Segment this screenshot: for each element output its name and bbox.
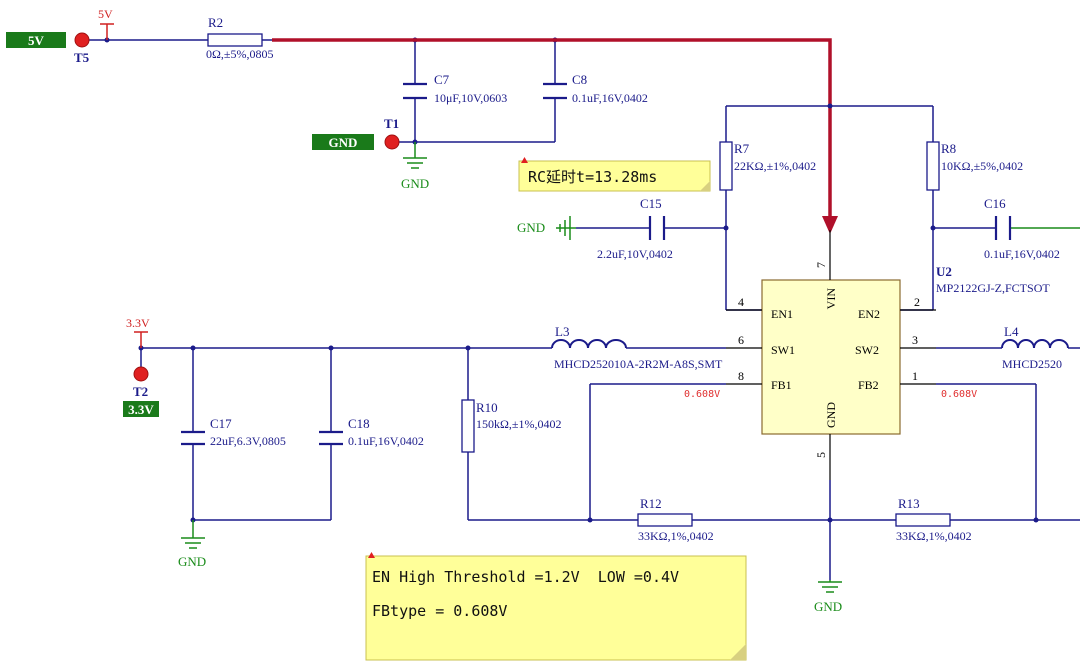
- c8-ref: C8: [572, 72, 587, 87]
- u2-pin-sw2-name: SW2: [855, 343, 879, 357]
- resistor-r8[interactable]: R8 10KΩ,±5%,0402: [926, 141, 1023, 191]
- u2-value: MP2122GJ-Z,FCTSOT: [936, 281, 1050, 295]
- capacitor-c16[interactable]: C16 0.1uF,16V,0402: [984, 196, 1060, 261]
- ic-u2[interactable]: U2 MP2122GJ-Z,FCTSOT EN1 SW1 FB1 EN2 SW2…: [726, 230, 1050, 480]
- u2-pin-fb2-num: 1: [912, 369, 918, 383]
- r2-ref: R2: [208, 15, 223, 30]
- u2-pin-en1-num: 4: [738, 295, 744, 309]
- r13-value: 33KΩ,1%,0402: [896, 529, 972, 543]
- note-en-threshold[interactable]: EN High Threshold =1.2V LOW =0.4V FBtype…: [365, 552, 747, 661]
- ground-label-bottom-left: GND: [178, 554, 206, 569]
- c18-ref: C18: [348, 416, 370, 431]
- net-enable: [576, 103, 1080, 311]
- capacitor-c15[interactable]: C15 2.2uF,10V,0402: [597, 196, 673, 261]
- l3-value: MHCD252010A-2R2M-A8S,SMT: [554, 357, 723, 371]
- c15-ref: C15: [640, 196, 662, 211]
- r7-value: 22KΩ,±1%,0402: [734, 159, 816, 173]
- fb1-voltage-label: 0.608V: [684, 389, 720, 400]
- r10-ref: R10: [476, 400, 498, 415]
- testpoint-t2[interactable]: T2 3.3V: [123, 366, 159, 417]
- testpoint-t1[interactable]: GND T1: [312, 116, 400, 150]
- power-port-3v3: 3.3V: [126, 316, 150, 348]
- u2-pin-sw1-num: 6: [738, 333, 744, 347]
- note-rc-delay[interactable]: RC延时t=13.28ms: [518, 157, 711, 192]
- resistor-r13[interactable]: R13 33KΩ,1%,0402: [895, 496, 972, 543]
- note-fb-type-text: FBtype = 0.608V: [372, 602, 507, 620]
- c7-value: 10μF,10V,0603: [434, 91, 507, 105]
- u2-pin-vin-num: 7: [814, 262, 828, 268]
- power-port-3v3-label: 3.3V: [126, 316, 150, 330]
- resistor-r2[interactable]: R2 0Ω,±5%,0805: [206, 15, 274, 61]
- u2-pin-en2-num: 2: [914, 295, 920, 309]
- ground-symbol-bottom-center: GND: [814, 580, 842, 614]
- u2-pin-fb1-num: 8: [738, 369, 744, 383]
- ground-label-bottom-center: GND: [814, 599, 842, 614]
- capacitor-c8[interactable]: C8 0.1uF,16V,0402: [543, 72, 648, 105]
- r12-ref: R12: [640, 496, 662, 511]
- ground-symbol-top: GND: [401, 142, 429, 191]
- resistor-r10[interactable]: R10 150kΩ,±1%,0402: [461, 399, 562, 453]
- u2-ref: U2: [936, 264, 952, 279]
- testpoint-t1-badge: GND: [329, 135, 358, 150]
- ground-symbol-left: GND: [517, 216, 576, 240]
- highlighted-vin-trace: [272, 38, 838, 234]
- u2-pin-sw1-name: SW1: [771, 343, 795, 357]
- l4-value: MHCD2520: [1002, 357, 1062, 371]
- u2-pin-sw2-num: 3: [912, 333, 918, 347]
- l4-ref: L4: [1004, 324, 1019, 339]
- u2-pin-en2-name: EN2: [858, 307, 880, 321]
- r13-ref: R13: [898, 496, 920, 511]
- c17-value: 22uF,6.3V,0805: [210, 434, 286, 448]
- power-port-5v-label: 5V: [98, 7, 113, 21]
- u2-pin-vin-name: VIN: [824, 288, 838, 310]
- inductor-l3[interactable]: L3 MHCD252010A-2R2M-A8S,SMT: [551, 324, 723, 371]
- testpoint-t5-ref: T5: [74, 50, 90, 65]
- c8-value: 0.1uF,16V,0402: [572, 91, 648, 105]
- c15-value: 2.2uF,10V,0402: [597, 247, 673, 261]
- r2-value: 0Ω,±5%,0805: [206, 47, 274, 61]
- c18-value: 0.1uF,16V,0402: [348, 434, 424, 448]
- u2-pin-fb1-name: FB1: [771, 378, 792, 392]
- r8-ref: R8: [941, 141, 956, 156]
- testpoint-t2-ref: T2: [133, 384, 148, 399]
- note-en-threshold-text: EN High Threshold =1.2V LOW =0.4V: [372, 568, 679, 586]
- l3-ref: L3: [555, 324, 569, 339]
- testpoint-t1-ref: T1: [384, 116, 399, 131]
- ground-label-top: GND: [401, 176, 429, 191]
- testpoint-t5[interactable]: 5V T5: [6, 32, 90, 65]
- c17-ref: C17: [210, 416, 232, 431]
- u2-pin-en1-name: EN1: [771, 307, 793, 321]
- u2-pin-gnd-name: GND: [824, 402, 838, 428]
- ground-label-left: GND: [517, 220, 545, 235]
- inductor-l4[interactable]: L4 MHCD2520: [1001, 324, 1069, 371]
- r12-value: 33KΩ,1%,0402: [638, 529, 714, 543]
- power-port-5v: 5V: [98, 7, 114, 40]
- c7-ref: C7: [434, 72, 450, 87]
- net-feedback: [468, 383, 1080, 580]
- testpoint-t2-badge: 3.3V: [128, 402, 154, 417]
- capacitor-c17[interactable]: C17 22uF,6.3V,0805: [181, 416, 286, 448]
- c16-ref: C16: [984, 196, 1006, 211]
- r8-value: 10KΩ,±5%,0402: [941, 159, 1023, 173]
- r7-ref: R7: [734, 141, 750, 156]
- net-3v3-rail: [138, 345, 1080, 523]
- c16-value: 0.1uF,16V,0402: [984, 247, 1060, 261]
- testpoint-t5-badge: 5V: [28, 33, 45, 48]
- ground-symbol-bottom-left: GND: [178, 520, 206, 569]
- capacitor-c7[interactable]: C7 10μF,10V,0603: [403, 72, 507, 105]
- capacitor-c18[interactable]: C18 0.1uF,16V,0402: [319, 416, 424, 448]
- fb2-voltage-label: 0.608V: [941, 389, 977, 400]
- u2-pin-gnd-num: 5: [814, 452, 828, 458]
- note-rc-delay-text: RC延时t=13.28ms: [528, 168, 657, 186]
- resistor-r7[interactable]: R7 22KΩ,±1%,0402: [719, 141, 816, 191]
- r10-value: 150kΩ,±1%,0402: [476, 417, 562, 431]
- resistor-r12[interactable]: R12 33KΩ,1%,0402: [637, 496, 714, 543]
- u2-pin-fb2-name: FB2: [858, 378, 879, 392]
